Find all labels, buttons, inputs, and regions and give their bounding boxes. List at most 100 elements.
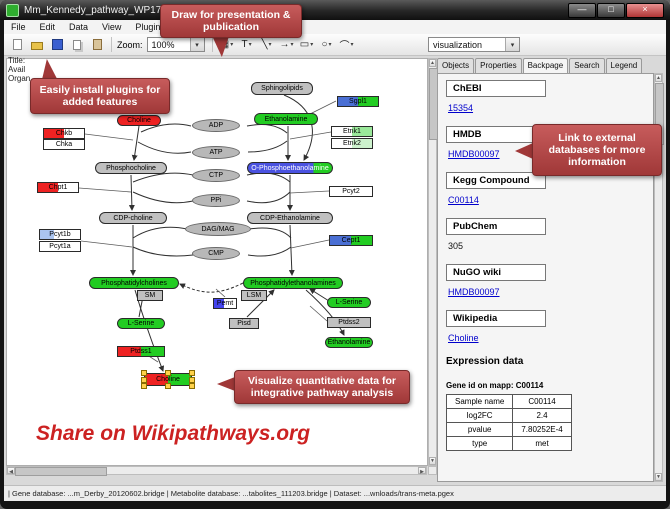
pathway-node[interactable]: Chkb xyxy=(43,128,85,139)
pathway-node[interactable]: PPi xyxy=(192,194,240,207)
selection-handle[interactable] xyxy=(141,376,147,383)
selection-handle[interactable] xyxy=(165,370,171,376)
close-button[interactable]: × xyxy=(626,2,664,18)
tab-backpage[interactable]: Backpage xyxy=(522,58,569,73)
chevron-down-icon[interactable]: ▾ xyxy=(230,42,234,48)
new-file-button[interactable] xyxy=(8,36,26,53)
arc-tool-icon: ⌒ xyxy=(339,41,350,52)
menu-item-view[interactable]: View xyxy=(102,22,122,32)
pathway-node[interactable]: ATP xyxy=(192,146,240,159)
pathway-node[interactable]: Pisd xyxy=(229,318,259,329)
panel-vertical-scrollbar[interactable]: ▲ ▼ xyxy=(654,73,664,482)
minimize-button[interactable]: — xyxy=(568,2,596,18)
scroll-down-icon[interactable]: ▼ xyxy=(429,457,436,465)
tab-search[interactable]: Search xyxy=(569,58,605,73)
pathway-node[interactable]: Phosphatidylcholines xyxy=(89,277,179,289)
pathway-node[interactable]: Pcyt1b xyxy=(39,229,81,240)
maximize-button[interactable]: □ xyxy=(597,2,625,18)
tab-objects[interactable]: Objects xyxy=(437,58,475,73)
datanode-tool-button[interactable]: ▦▾ xyxy=(218,36,236,53)
pathway-node[interactable]: Etnk2 xyxy=(331,138,373,149)
chevron-down-icon[interactable]: ▾ xyxy=(310,42,314,48)
copy-button[interactable] xyxy=(68,36,86,53)
pathway-node[interactable]: Phosphatidylethanolamines xyxy=(243,277,343,289)
pathway-node[interactable]: Pcyt1a xyxy=(39,241,81,252)
pathway-node[interactable]: Pcyt2 xyxy=(329,186,373,197)
database-id-value: C00114 xyxy=(448,195,645,205)
pathway-node[interactable]: Ptdss2 xyxy=(327,317,371,328)
rect-tool-button[interactable]: ▭▾ xyxy=(298,36,316,53)
selection-handle[interactable] xyxy=(141,383,147,389)
scroll-right-icon[interactable]: ▶ xyxy=(418,467,426,475)
selection-handle[interactable] xyxy=(189,383,195,389)
chevron-down-icon[interactable]: ▾ xyxy=(290,42,294,48)
database-id-link[interactable]: C00114 xyxy=(448,195,479,205)
pathway-node[interactable]: Sgpl1 xyxy=(337,96,379,107)
canvas-vertical-scrollbar[interactable]: ▲ ▼ xyxy=(428,58,438,466)
pathway-node[interactable]: Cept1 xyxy=(329,235,373,246)
pathway-node[interactable]: O-Phosphoethanolamine xyxy=(247,162,333,174)
pathway-node[interactable]: CTP xyxy=(192,169,240,182)
zoom-combobox[interactable]: 100% ▾ xyxy=(146,37,205,52)
scrollbar-thumb[interactable] xyxy=(15,467,107,476)
line-tool-button[interactable]: ╲▾ xyxy=(258,36,276,53)
chevron-down-icon[interactable]: ▾ xyxy=(248,42,252,48)
tab-properties[interactable]: Properties xyxy=(475,58,522,73)
database-id-link[interactable]: Choline xyxy=(448,333,479,343)
pathway-node[interactable]: Pemt xyxy=(213,298,237,309)
database-id-link[interactable]: HMDB00097 xyxy=(448,287,500,297)
menu-item-edit[interactable]: Edit xyxy=(39,22,56,32)
open-button[interactable] xyxy=(28,36,46,53)
pathway-node[interactable]: Sphingolipids xyxy=(251,82,313,95)
arrow-tool-button[interactable]: →▾ xyxy=(278,36,296,53)
database-id-link[interactable]: HMDB00097 xyxy=(448,149,500,159)
pathway-node[interactable]: Ethanolamine xyxy=(325,337,373,348)
scrollbar-thumb[interactable] xyxy=(429,68,438,140)
scroll-up-icon[interactable]: ▲ xyxy=(429,59,436,67)
database-id-link[interactable]: 15354 xyxy=(448,103,474,113)
pathway-node[interactable]: Chpt1 xyxy=(37,182,79,193)
chevron-down-icon[interactable]: ▾ xyxy=(268,42,272,48)
menu-item-file[interactable]: File xyxy=(11,22,26,32)
arc-tool-button[interactable]: ⌒▾ xyxy=(338,36,356,53)
pathway-node[interactable]: Chka xyxy=(43,139,85,150)
scroll-down-icon[interactable]: ▼ xyxy=(655,473,662,481)
pathway-node[interactable]: LSM xyxy=(241,290,267,301)
selection-handle[interactable] xyxy=(165,383,171,389)
paste-button[interactable] xyxy=(88,36,106,53)
pathway-node[interactable]: L-Serine xyxy=(117,318,165,329)
pathway-node[interactable]: SM xyxy=(137,290,163,301)
chevron-down-icon[interactable]: ▾ xyxy=(328,42,332,48)
pathway-node[interactable]: Etnk1 xyxy=(331,126,373,137)
pathway-node[interactable]: CDP-Ethanolamine xyxy=(247,212,333,224)
save-button[interactable] xyxy=(48,36,66,53)
chevron-down-icon[interactable]: ▾ xyxy=(350,42,354,48)
tab-legend[interactable]: Legend xyxy=(605,58,643,73)
scroll-up-icon[interactable]: ▲ xyxy=(655,74,662,82)
table-cell: 2.4 xyxy=(512,408,572,423)
scroll-left-icon[interactable]: ◀ xyxy=(7,467,15,475)
menu-item-data[interactable]: Data xyxy=(69,22,89,32)
label-tool-button[interactable]: T▾ xyxy=(238,36,256,53)
pathway-node[interactable]: ADP xyxy=(192,119,240,132)
pathway-node[interactable]: CDP-choline xyxy=(99,212,167,224)
pathway-node[interactable]: DAG/MAG xyxy=(185,222,251,236)
selection-handle[interactable] xyxy=(189,376,195,383)
selection-handle[interactable] xyxy=(189,370,195,376)
canvas-horizontal-scrollbar[interactable]: ◀ ▶ xyxy=(6,466,427,476)
pathway-node[interactable]: CMP xyxy=(192,247,240,260)
visualization-combobox[interactable]: visualization ▾ xyxy=(428,37,520,52)
pathway-node[interactable]: Ethanolamine xyxy=(254,113,318,125)
save-icon xyxy=(51,39,63,50)
chevron-down-icon[interactable]: ▾ xyxy=(189,38,204,51)
pathway-node[interactable]: Choline xyxy=(117,115,161,126)
selection-handle[interactable] xyxy=(141,370,147,376)
pathway-node[interactable]: Ptdss1 xyxy=(117,346,165,357)
pathway-node[interactable]: Phosphocholine xyxy=(95,162,167,174)
pathway-node[interactable]: L-Serine xyxy=(327,297,371,308)
oval-tool-button[interactable]: ○▾ xyxy=(318,36,336,53)
chevron-down-icon[interactable]: ▾ xyxy=(505,38,519,51)
menu-item-plugins[interactable]: Plugins xyxy=(135,22,165,32)
